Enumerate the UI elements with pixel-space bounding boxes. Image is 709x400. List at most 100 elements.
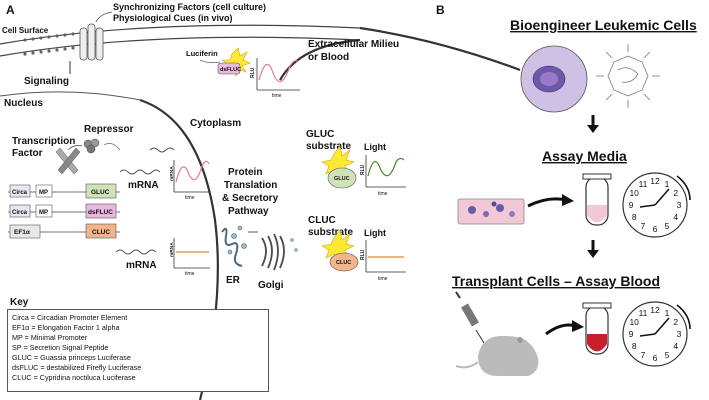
clock-2-number-10: 10 (629, 317, 639, 327)
time-axis-pink: time (185, 195, 195, 201)
protein-label-2: Translation (224, 180, 277, 191)
mrna-plot-flat: mRNA time (169, 238, 210, 277)
gluc-enzyme-icon: GLUC (321, 145, 357, 189)
mrna-plot-pink: mRNA time (169, 160, 210, 201)
key-line-mp: MP = Minimal Promoter (12, 333, 88, 342)
construct-circa-1: Circa (12, 190, 28, 196)
panel-b-label: B (436, 3, 445, 17)
transcription-factor-icon (55, 147, 81, 175)
cell-membrane-outer (0, 24, 361, 45)
repressor-label: Repressor (84, 124, 134, 135)
construct-circa-2: Circa (12, 210, 28, 216)
signaling-label: Signaling (24, 76, 69, 87)
membrane-right (359, 26, 521, 72)
construct-cluc: CLUC (92, 229, 110, 236)
gluc-rlu-plot: RLU time (360, 155, 406, 197)
time-axis-cluc: time (378, 276, 388, 282)
curved-arrow-media-head (562, 194, 574, 206)
clock-1-arrow (676, 175, 691, 201)
curved-arrow-blood-head (572, 320, 584, 332)
clock-1-number-10: 10 (629, 188, 639, 198)
dsfluc-small-label: dsFLUC (220, 67, 241, 73)
clock-1-number-9: 9 (629, 200, 634, 210)
clock-2-number-7: 7 (641, 350, 646, 360)
physiological-cues-label: Physiological Cues (in vivo) (113, 13, 233, 23)
cell-surface-label: Cell Surface (2, 26, 49, 35)
extracellular-label-2: or Blood (308, 52, 349, 63)
protein-label-1: Protein (228, 167, 262, 178)
clock-1-number-12: 12 (650, 176, 660, 186)
luciferin-arrow (199, 59, 221, 64)
clock-2-number-6: 6 (653, 353, 658, 363)
key-line-dsfluc: dsFLUC = destabilized Firefly Luciferase (12, 363, 142, 372)
vesicle-2 (294, 248, 298, 252)
light-label-2: Light (364, 228, 386, 238)
mrna-squiggle-2 (115, 249, 157, 255)
rlu-axis-top: RLU (250, 67, 256, 78)
cytoplasm-label: Cytoplasm (190, 118, 241, 129)
clock-2-number-8: 8 (632, 341, 637, 351)
mrna-to-repressor-arrow (103, 143, 121, 151)
nucleus-membrane (0, 91, 141, 101)
step1-title: Bioengineer Leukemic Cells (510, 17, 697, 33)
curved-arrow-media (527, 197, 567, 208)
clock-2-number-12: 12 (650, 305, 660, 315)
construct-row-3: EF1α CLUC (8, 223, 120, 239)
gluc-substrate-label-1: GLUC (306, 129, 334, 140)
key-title: Key (10, 297, 29, 308)
panel-a-label: A (6, 3, 15, 17)
key-line-circa: Circa = Circadian Promoter Element (12, 313, 128, 322)
culture-dish-icon (457, 198, 525, 225)
cluc-enzyme-label: CLUC (336, 260, 351, 266)
clock-2-number-9: 9 (629, 329, 634, 339)
clock-1-number-5: 5 (665, 221, 670, 231)
sync-factors-label: Synchronizing Factors (cell culture) (113, 2, 266, 12)
cell-membrane-inner (0, 36, 361, 57)
time-axis-flat: time (185, 271, 195, 277)
syringe-icon (455, 291, 485, 344)
mrna-squiggle-3 (149, 147, 175, 153)
luciferin-label: Luciferin (186, 49, 218, 58)
time-axis-top: time (272, 93, 282, 99)
protein-label-3: & Secretory (222, 193, 279, 204)
rhythm-curve-green (367, 157, 405, 177)
key-box: Circa = Circadian Promoter Element EF1α … (7, 309, 269, 392)
clock-icon-1 (622, 172, 691, 238)
mouse-icon (455, 335, 539, 376)
er-icon (221, 225, 247, 267)
cluc-enzyme-icon: CLUC (321, 229, 359, 272)
construct-gluc: GLUC (91, 189, 110, 196)
mrna-label-1: mRNA (128, 180, 159, 191)
down-arrow-2-head (587, 250, 599, 258)
cytoplasm-boundary (279, 38, 361, 81)
clock-2-number-5: 5 (665, 350, 670, 360)
clock-1-number-7: 7 (641, 221, 646, 231)
construct-row-2: Circa MP dsFLUC (8, 203, 120, 219)
virus-icon (596, 44, 660, 108)
clock-1-number-1: 1 (665, 179, 670, 189)
rhythm-curve-pink-mrna (175, 160, 210, 183)
mrna-squiggle-1 (119, 169, 161, 175)
protein-label-4: Pathway (228, 206, 269, 217)
rlu-plot-top: RLU time (250, 58, 300, 99)
clock-1-number-4: 4 (673, 212, 678, 222)
tube-media-icon (582, 173, 612, 226)
clock-2-number-3: 3 (677, 329, 682, 339)
clock-2-arrow (676, 304, 691, 330)
step3-title: Transplant Cells – Assay Blood (452, 273, 660, 289)
vesicle-1 (290, 238, 294, 242)
down-arrow-1-head (587, 125, 599, 133)
light-label-1: Light (364, 142, 386, 152)
gluc-enzyme-label: GLUC (334, 176, 350, 182)
dsfluc-small-icon: dsFLUC (217, 47, 251, 77)
cluc-substrate-label-1: CLUC (308, 215, 336, 226)
clock-1-number-8: 8 (632, 212, 637, 222)
construct-mp-2: MP (39, 210, 48, 216)
er-label: ER (226, 275, 241, 286)
golgi-icon (261, 233, 285, 271)
cluc-substrate-label-2: substrate (308, 227, 353, 238)
clock-1-number-11: 11 (639, 179, 648, 189)
receptor-icon (79, 23, 104, 61)
gluc-substrate-label-2: substrate (306, 141, 351, 152)
